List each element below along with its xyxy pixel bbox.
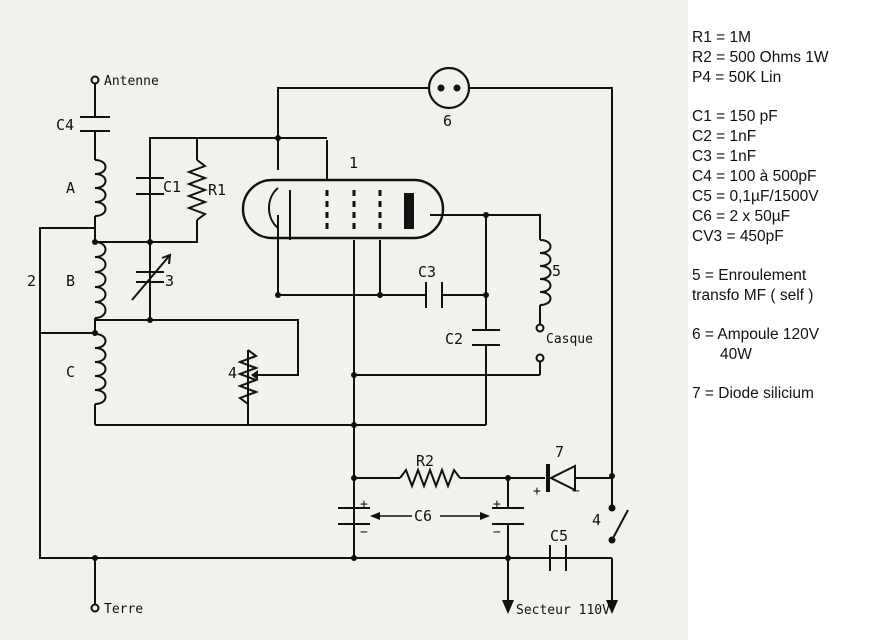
label-coil-5: 5 [552, 262, 561, 280]
vacuum-tube [241, 178, 445, 240]
schematic-drawing: Antenne Terre Casque Secteur 110V C4 C1 … [27, 66, 629, 618]
legend-c3: C3 = 1nF [692, 148, 757, 165]
coil-b [94, 241, 107, 319]
label-pot-4: 4 [228, 364, 237, 382]
capacitor-c1 [136, 177, 164, 195]
legend-5-line1: 5 = Enroulement [692, 267, 807, 284]
legend-c1: C1 = 150 pF [692, 108, 778, 125]
legend-r1: R1 = 1M [692, 29, 752, 46]
label-diode-7: 7 [555, 443, 564, 461]
schematic-panel: Antenne Terre Casque Secteur 110V C4 C1 … [0, 0, 688, 640]
potentiometer-wiper [251, 370, 258, 380]
legend-r2: R2 = 500 Ohms 1W [692, 49, 829, 66]
label-c3: C3 [418, 263, 436, 281]
legend-c5: C5 = 0,1µF/1500V [692, 188, 819, 205]
switch-4 [608, 504, 629, 544]
coil-5 [539, 239, 552, 306]
legend-cv3: CV3 = 450pF [692, 228, 784, 245]
label-c6: C6 [414, 507, 432, 525]
legend-c6: C6 = 2 x 50µF [692, 208, 791, 225]
diode-minus: − [572, 484, 580, 499]
legend-6-line2: 40W [720, 346, 752, 363]
capacitor-c3 [425, 282, 443, 308]
label-r1: R1 [208, 181, 226, 199]
legend-7: 7 = Diode silicium [692, 385, 814, 402]
legend-5-line2: transfo MF ( self ) [692, 287, 814, 304]
coil-c [94, 333, 107, 405]
label-r2: R2 [416, 452, 434, 470]
c6-right-plus: + [493, 497, 501, 512]
label-cv3-3: 3 [165, 272, 174, 290]
c6-left-plus: + [360, 497, 368, 512]
label-coil-b: B [66, 272, 75, 290]
legend-c4: C4 = 100 à 500pF [692, 168, 817, 185]
c6-arrows [370, 512, 490, 520]
label-antenne: Antenne [104, 74, 159, 89]
legend-c2: C2 = 1nF [692, 128, 757, 145]
label-c2: C2 [445, 330, 463, 348]
capacitor-c2 [472, 329, 500, 346]
junction-dots [92, 135, 615, 561]
capacitor-c6-left [338, 478, 370, 525]
component-legend: R1 = 1M R2 = 500 Ohms 1W P4 = 50K Lin C1… [692, 28, 888, 404]
label-coil-a: A [66, 179, 75, 197]
coil-a [94, 159, 107, 217]
capacitor-c5 [549, 545, 567, 571]
wiring [39, 84, 613, 605]
label-rail-2: 2 [27, 272, 36, 290]
resistor-r2 [399, 467, 461, 489]
label-terre: Terre [104, 602, 143, 617]
capacitor-c6-right [492, 507, 524, 525]
lamp-6 [427, 66, 471, 110]
label-c1: C1 [163, 178, 181, 196]
capacitor-c4 [80, 116, 110, 132]
secteur-arrows [502, 600, 618, 614]
label-casque: Casque [546, 332, 593, 347]
legend-6-line1: 6 = Ampoule 120V [692, 326, 820, 343]
label-c4: C4 [56, 116, 74, 134]
potentiometer-p4 [237, 349, 262, 405]
terminals [90, 75, 545, 613]
diode-plus: + [533, 484, 541, 499]
diode-7 [546, 464, 576, 492]
variable-capacitor-cv3 [131, 253, 172, 301]
label-switch-4: 4 [592, 511, 601, 529]
label-secteur: Secteur 110V [516, 603, 610, 618]
label-lamp-6: 6 [443, 112, 452, 130]
label-c5: C5 [550, 527, 568, 545]
legend-p4: P4 = 50K Lin [692, 69, 782, 86]
label-tube-1: 1 [349, 154, 358, 172]
c6-left-minus: − [360, 525, 368, 540]
label-coil-c: C [66, 363, 75, 381]
resistor-r1 [186, 159, 208, 221]
c6-right-minus: − [493, 525, 501, 540]
